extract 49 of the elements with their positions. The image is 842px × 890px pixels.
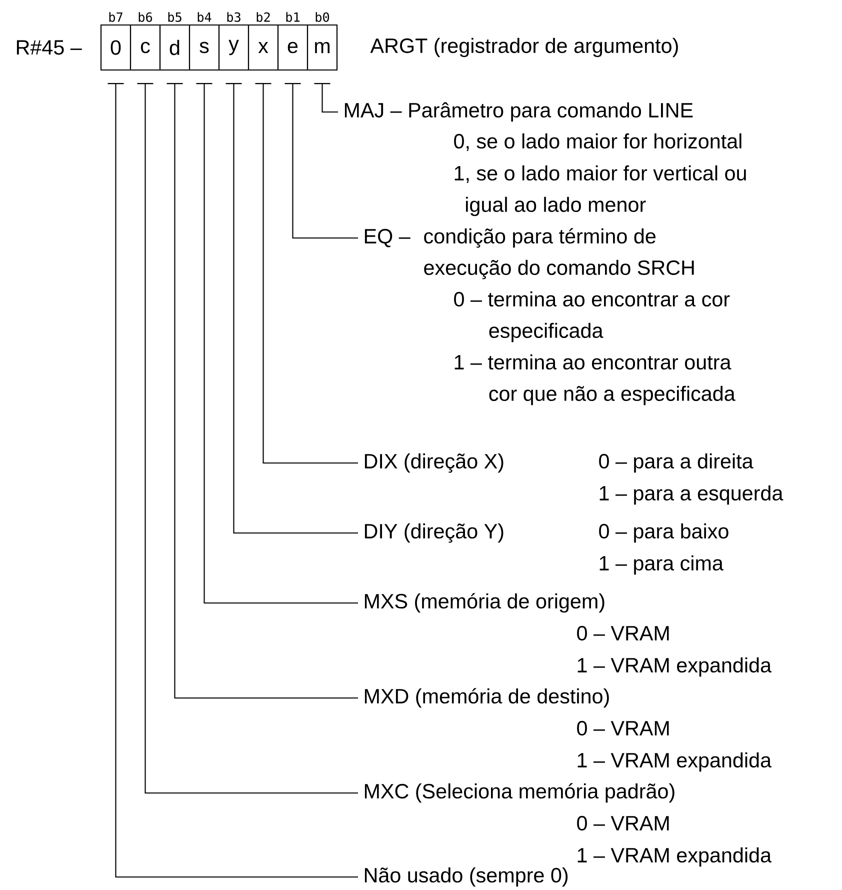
description-text: condição para término de execução do comando SRCH (424, 228, 694, 280)
description-text: MXS (memória de origem) (364, 593, 604, 613)
leader-line (322, 84, 338, 113)
description-text: Não usado (sempre 0) (364, 867, 568, 887)
description-text: 0 – VRAM (577, 816, 669, 831)
bit-label: b3 (227, 12, 240, 22)
bit-label: b4 (198, 12, 212, 22)
description-text: 1 – VRAM expandida (578, 847, 772, 867)
description-text: MXD (memória de destino) (364, 688, 609, 708)
description-text: 0 – para a direita (599, 453, 754, 473)
bit-cell: 0 (100, 24, 132, 71)
description-text: EQ – (364, 228, 410, 248)
bit-label: b2 (256, 12, 270, 22)
leader-line (144, 84, 358, 794)
description-text: MXC (Seleciona memória padrão) (364, 783, 674, 803)
leader-line (174, 84, 358, 699)
description-text: 1 – VRAM expandida (578, 752, 772, 772)
description-text: 1 – para cima (600, 555, 724, 575)
bit-label: b5 (168, 12, 182, 22)
description-text: 1 – para a esquerda (600, 485, 784, 505)
leader-line (262, 84, 358, 464)
bit-label: b1 (286, 12, 300, 22)
register-label: ARGT (registrador de argumento) (370, 38, 678, 58)
bit-cell: d (159, 24, 190, 71)
bit-cell: y (218, 24, 250, 71)
description-text: 1, se o lado maior for vertical ou igual ao lado menor (454, 165, 746, 216)
bit-cell: s (188, 24, 220, 71)
description-text: 1 – VRAM expandida (578, 657, 772, 677)
bit-label: b0 (316, 12, 330, 22)
description-text: 1 – termina ao encontrar outra cor que não a especificada (454, 354, 736, 406)
leader-line (292, 84, 358, 239)
description-text: DIY (direção Y) (364, 523, 504, 543)
bit-cell: m (306, 24, 338, 71)
description-text: 0, se o lado maior for horizontal (454, 133, 742, 151)
bit-label: b7 (109, 12, 122, 22)
register-label: R#45 – (16, 40, 82, 55)
description-text: 0 – VRAM (577, 720, 669, 736)
description-text: MAJ – Parâmetro para comando LINE (344, 102, 693, 122)
description-text: DIX (direção X) (364, 453, 504, 473)
bit-cell: c (130, 24, 161, 71)
bit-label: b6 (138, 12, 152, 22)
bit-cell: e (277, 24, 308, 71)
description-text: 0 – VRAM (577, 626, 669, 641)
description-text: 0 – termina ao encontrar a cor especificada (454, 291, 730, 342)
leader-line (233, 84, 358, 534)
leader-line (204, 84, 358, 604)
leader-line (115, 84, 358, 878)
bit-cell: x (248, 24, 279, 71)
description-text: 0 – para baixo (599, 523, 728, 543)
